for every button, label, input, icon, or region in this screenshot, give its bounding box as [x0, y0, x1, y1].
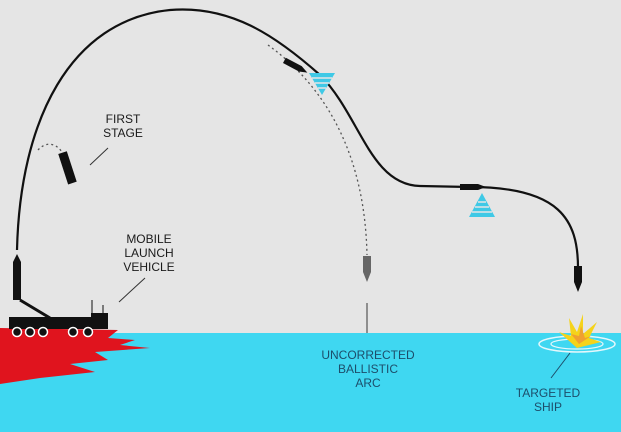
uncorrected-ballistic-arc-label: UNCORRECTED BALLISTIC ARC — [313, 348, 423, 390]
mobile-launch-vehicle-label: MOBILE LAUNCH VEHICLE — [117, 232, 181, 274]
launch-vehicle-leader — [118, 277, 146, 303]
label-line: VEHICLE — [123, 260, 175, 274]
land — [0, 328, 150, 384]
missile-midcourse-icon — [282, 57, 308, 73]
label-line: UNCORRECTED — [321, 348, 415, 362]
first-stage-label: FIRST STAGE — [98, 112, 148, 140]
ballistic-warhead-icon — [363, 256, 371, 282]
uncorrected-ballistic-arc — [267, 44, 368, 256]
label-line: BALLISTIC — [337, 362, 399, 376]
label-line: FIRST — [105, 112, 141, 126]
label-line: STAGE — [103, 126, 143, 140]
radar-cone-icon — [469, 193, 495, 217]
mobile-launch-vehicle-icon — [9, 254, 108, 338]
missile-terminal-icon — [460, 184, 486, 190]
targeted-ship-leader — [550, 352, 571, 379]
first-stage-leader — [89, 147, 109, 166]
label-line: ARC — [355, 376, 381, 390]
targeted-ship-label: TARGETED SHIP — [508, 386, 588, 414]
missile-descending-icon — [574, 266, 582, 292]
missile-trajectory — [15, 8, 580, 269]
radar-cone-icon — [309, 73, 335, 95]
label-line: SHIP — [533, 400, 562, 414]
explosion-icon — [538, 314, 616, 353]
label-line: MOBILE — [126, 232, 172, 246]
label-line: TARGETED — [515, 386, 581, 400]
first-stage-booster — [58, 151, 77, 185]
first-stage-fall-path — [37, 143, 63, 153]
label-line: LAUNCH — [124, 246, 174, 260]
